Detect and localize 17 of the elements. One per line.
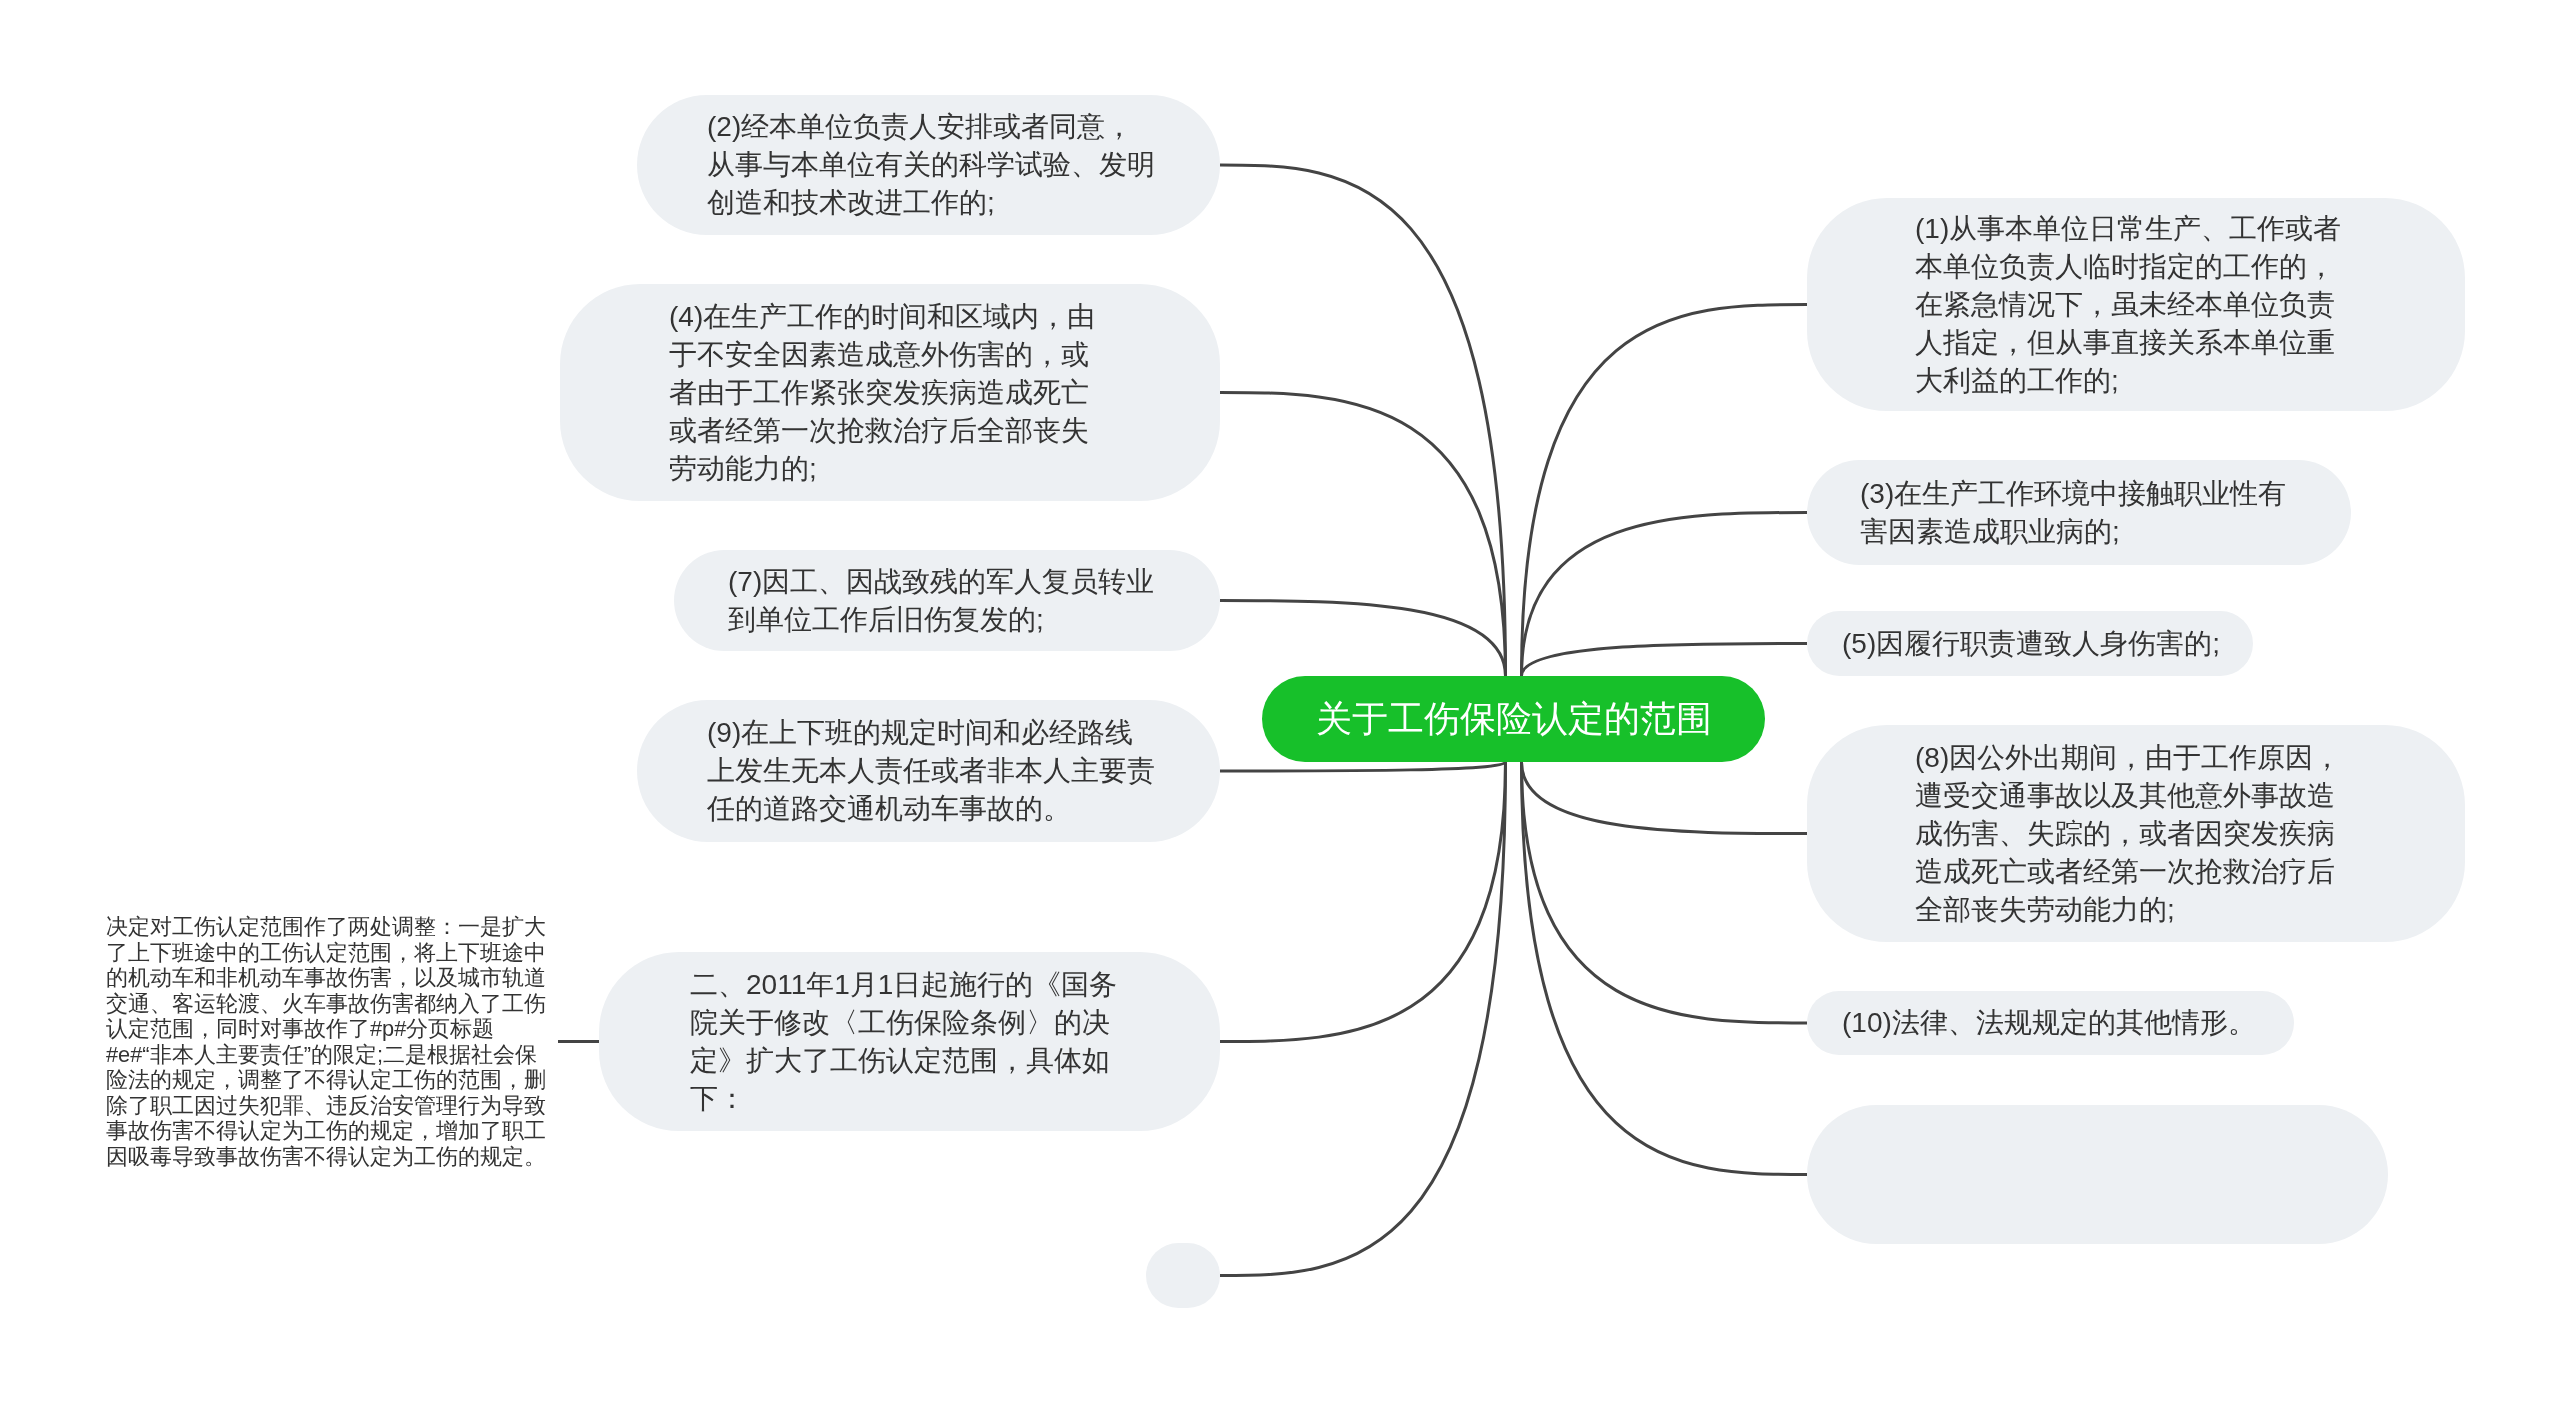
- topic-text: (1)从事本单位日常生产、工作或者本单位负责人临时指定的工作的，在紧急情况下，虽未经本单位负责人指定，但从事直接关系本单位重大利益的工作的;: [1915, 211, 2343, 398]
- central-topic-text: 关于工伤保险认定的范围: [1315, 696, 1712, 741]
- connector-line: [1220, 761, 1507, 1277]
- note-text: 决定对工伤认定范围作了两处调整：一是扩大了上下班途中的工伤认定范围，将上下班途中的机动车和非机动车事故伤害，以及城市轨道交通、客运轮渡、火车事故伤害都纳入了工伤认定范围，同时对事故作了#p#分页标题#e#“非本人主要责任”的限定;二是根据社会保险法的规定，调整了不得认定工伤的范围，删除了职工因过失犯罪、违反治安管理行为导致事故伤害不得认定为工伤的规定，增加了职工因吸毒导致事故伤害不得认定为工伤的规定。: [106, 903, 551, 1180]
- connector-line: [1520, 642, 1807, 677]
- topic-text: (9)在上下班的规定时间和必经路线上发生无本人责任或者非本人主要责任的道路交通机动车事故的。: [707, 716, 1156, 826]
- topic-text: (3)在生产工作环境中接触职业性有害因素造成职业病的;: [1860, 476, 2288, 549]
- topic-text: (4)在生产工作的时间和区域内，由于不安全因素造成意外伤害的，或者由于工作紧张突发疾病造成死亡或者经第一次抢救治疗后全部丧失劳动能力的;: [669, 299, 1097, 486]
- topic-text: 二、2011年1月1日起施行的《国务院关于修改〈工伤保险条例〉的决定》扩大了工伤认定范围，具体如下：: [690, 967, 1119, 1116]
- connector-line: [1220, 599, 1507, 677]
- connector-line: [1220, 760, 1507, 773]
- topic-text: (2)经本单位负责人安排或者同意，从事与本单位有关的科学试验、发明创造和技术改进工作的;: [707, 110, 1156, 220]
- topic-text: (7)因工、因战致残的军人复员转业到单位工作后旧伤复发的;: [728, 564, 1156, 637]
- topic-text: (10)法律、法规规定的其他情形。: [1842, 1006, 2256, 1040]
- connector-line: [558, 1040, 599, 1043]
- topic-text: (5)因履行职责遭致人身伤害的;: [1842, 626, 2220, 661]
- topic-text: (8)因公外出期间，由于工作原因，遭受交通事故以及其他意外事故造成伤害、失踪的，或者因突发疾病造成死亡或者经第一次抢救治疗后全部丧失劳动能力的;: [1915, 740, 2343, 927]
